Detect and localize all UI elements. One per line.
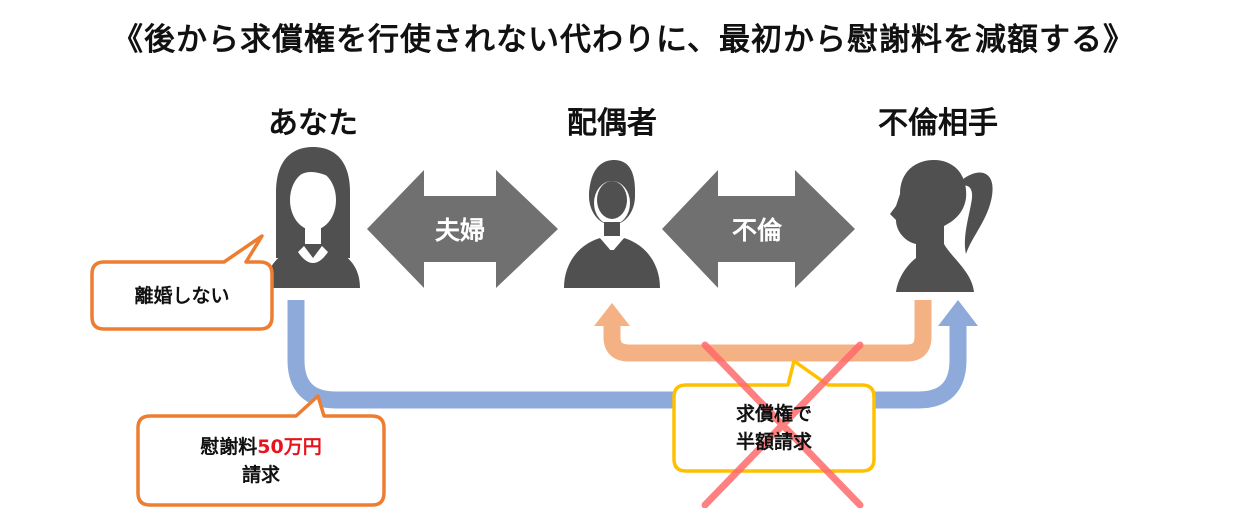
page-title: 《後から求償権を行使されない代わりに、最初から慰謝料を減額する》 bbox=[111, 22, 1136, 58]
woman-silhouette-icon bbox=[266, 147, 360, 288]
cross-mark-icon bbox=[701, 341, 864, 508]
recourse-line-2: 半額請求 bbox=[735, 431, 812, 453]
man-in-suit-icon bbox=[564, 160, 660, 288]
recourse-line-1: 求償権で bbox=[735, 403, 812, 425]
no-divorce-bubble-shape bbox=[90, 234, 274, 331]
relation-label-affair: 不倫 bbox=[731, 216, 782, 245]
claim-amount: 50万円 bbox=[257, 436, 322, 458]
claim-line-1: 慰謝料50万円 bbox=[138, 433, 384, 461]
marriage-double-arrow bbox=[367, 170, 558, 288]
claim-flow-arrow bbox=[287, 300, 978, 409]
claim-prefix: 慰謝料 bbox=[200, 436, 258, 458]
affair-double-arrow bbox=[662, 170, 855, 288]
claim-bubble-shape bbox=[136, 394, 386, 507]
recourse-bubble-text: 求償権で 半額請求 bbox=[674, 400, 874, 456]
no-divorce-bubble-text: 離婚しない bbox=[134, 285, 230, 307]
woman-ponytail-profile-icon bbox=[890, 160, 993, 292]
claim-line-2: 請求 bbox=[241, 464, 280, 486]
person-label-partner: 不倫相手 bbox=[878, 106, 998, 141]
recourse-flow-arrow bbox=[594, 300, 932, 362]
relation-label-marriage: 夫婦 bbox=[434, 216, 485, 245]
person-label-spouse: 配偶者 bbox=[567, 106, 657, 141]
claim-bubble-text: 慰謝料50万円 請求 bbox=[138, 433, 384, 489]
person-label-you: あなた bbox=[268, 106, 358, 141]
